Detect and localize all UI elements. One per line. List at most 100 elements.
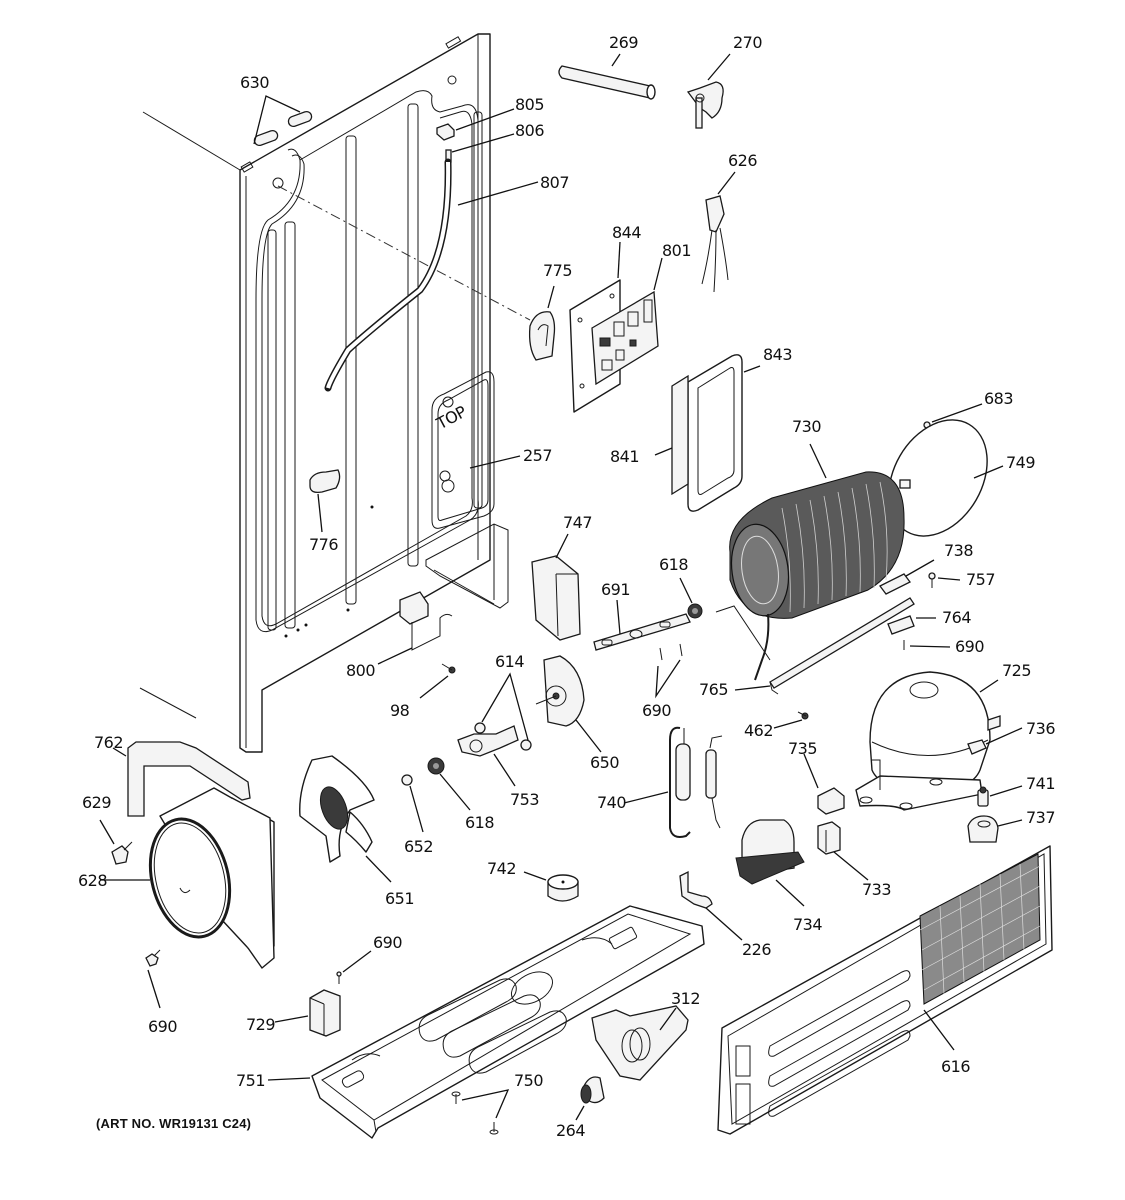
part-312-roller-assembly: 312 xyxy=(591,989,701,1081)
part-762-insulation-strip: 762 xyxy=(94,733,251,817)
part-742-grommet: 742 xyxy=(487,859,579,902)
part-462-screw: 462 xyxy=(744,711,809,740)
part-738-clamp: 738 xyxy=(879,541,974,595)
part-751-compressor-base: 751 xyxy=(236,905,705,1139)
callout-735: 735 xyxy=(788,739,817,758)
callout-762: 762 xyxy=(94,733,123,752)
part-269-tube: 269 xyxy=(558,33,656,100)
part-730-condenser-coil: 730 xyxy=(715,417,905,681)
callout-742: 742 xyxy=(487,859,516,878)
callout-650: 650 xyxy=(590,753,619,772)
callout-264: 264 xyxy=(556,1121,585,1140)
part-747-insulation-block: 747 xyxy=(531,513,593,641)
callout-738: 738 xyxy=(944,541,973,560)
callout-630: 630 xyxy=(240,73,269,92)
callout-725: 725 xyxy=(1002,661,1031,680)
callout-747: 747 xyxy=(563,513,592,532)
callout-841: 841 xyxy=(610,447,639,466)
part-800-relay-assembly: 800 xyxy=(346,591,453,680)
part-614-nuts: 614 xyxy=(474,652,532,751)
part-691-bracket: 691 xyxy=(593,580,691,651)
part-843-board-cover-frame: 843 xyxy=(687,345,793,512)
callout-805: 805 xyxy=(515,95,544,114)
part-801-main-control-board: 801 xyxy=(591,241,692,386)
cabinet-back-panel: TOP xyxy=(139,33,531,753)
callout-730: 730 xyxy=(792,417,821,436)
callout-257: 257 xyxy=(523,446,552,465)
callout-690-bracket: 690 xyxy=(642,701,671,720)
part-737-grommet: 737 xyxy=(967,808,1056,843)
part-729-run-capacitor: 729 xyxy=(246,989,341,1037)
callout-651: 651 xyxy=(385,889,414,908)
part-805-tube-clip: 805 xyxy=(436,95,545,141)
callout-734: 734 xyxy=(793,915,822,934)
part-690-screws-bracket: 690 xyxy=(642,643,683,720)
part-628-condenser-fan-shroud: 628 xyxy=(78,787,275,969)
part-757-screw: 757 xyxy=(928,570,996,589)
part-618-grommet-lower: 618 xyxy=(427,757,495,832)
part-741-sleeve: 741 xyxy=(977,774,1056,807)
part-806-tube-fitting: 806 xyxy=(445,121,545,163)
callout-753: 753 xyxy=(510,790,539,809)
part-807-drain-tube: 807 xyxy=(324,158,570,392)
part-736-grommet-clip: 736 xyxy=(967,719,1056,755)
callout-740: 740 xyxy=(597,793,626,812)
callout-690-capacitor: 690 xyxy=(373,933,402,952)
part-753-fan-bracket: 753 xyxy=(457,725,540,809)
part-616-access-cover-grille: 616 xyxy=(717,845,1053,1135)
part-264-roller-wheel: 264 xyxy=(556,1076,605,1140)
callout-843: 843 xyxy=(763,345,792,364)
part-764-bracket-clip: 764 xyxy=(887,608,972,635)
part-750-screws: 750 xyxy=(451,1071,544,1135)
callout-618-upper: 618 xyxy=(659,555,688,574)
part-733-start-relay: 733 xyxy=(817,821,892,899)
part-651-fan-blade: 651 xyxy=(299,755,415,908)
part-98-screw: 98 xyxy=(390,663,456,720)
part-749-fan-shroud-cover: 749 xyxy=(888,419,1036,537)
callout-807: 807 xyxy=(540,173,569,192)
part-776-clip: 776 xyxy=(309,469,341,554)
callout-801: 801 xyxy=(662,241,691,260)
callout-757: 757 xyxy=(966,570,995,589)
callout-765: 765 xyxy=(699,680,728,699)
part-740-dryer: 740 xyxy=(597,726,723,838)
callout-652: 652 xyxy=(404,837,433,856)
part-626-wire-harness: 626 xyxy=(701,151,758,293)
callout-312: 312 xyxy=(671,989,700,1008)
callout-226: 226 xyxy=(742,940,771,959)
part-734-capacitor: 734 xyxy=(735,819,823,934)
callout-750: 750 xyxy=(514,1071,543,1090)
callout-775: 775 xyxy=(543,261,572,280)
part-690-screw-shroud: 690 xyxy=(145,949,178,1036)
callout-729: 729 xyxy=(246,1015,275,1034)
callout-618-lower: 618 xyxy=(465,813,494,832)
part-257-screw: 257 xyxy=(469,446,553,469)
callout-806: 806 xyxy=(515,121,544,140)
part-650-condenser-fan-motor: 650 xyxy=(535,655,620,772)
callout-270: 270 xyxy=(733,33,762,52)
callout-844: 844 xyxy=(612,223,641,242)
callout-626: 626 xyxy=(728,151,757,170)
callout-616: 616 xyxy=(941,1057,970,1076)
art-number: (ART NO. WR19131 C24) xyxy=(96,1116,252,1131)
part-618-grommet-upper: 618 xyxy=(659,555,703,619)
callout-737: 737 xyxy=(1026,808,1055,827)
part-735-overload-protector: 735 xyxy=(788,739,845,815)
callout-614: 614 xyxy=(495,652,524,671)
callout-749: 749 xyxy=(1006,453,1035,472)
part-629-screw: 629 xyxy=(82,793,133,865)
callout-691: 691 xyxy=(601,580,630,599)
part-775-bracket-cover: 775 xyxy=(528,261,573,361)
callout-683: 683 xyxy=(984,389,1013,408)
callout-629: 629 xyxy=(82,793,111,812)
callout-98: 98 xyxy=(390,701,410,720)
callout-751: 751 xyxy=(236,1071,265,1090)
part-841-insulation-pad: 841 xyxy=(610,374,689,496)
callout-776: 776 xyxy=(309,535,338,554)
callout-690-shroud: 690 xyxy=(148,1017,177,1036)
part-725-compressor: 725 xyxy=(855,661,1032,811)
part-765-mounting-rail: 765 xyxy=(699,597,915,699)
callout-764: 764 xyxy=(942,608,971,627)
callout-628: 628 xyxy=(78,871,107,890)
